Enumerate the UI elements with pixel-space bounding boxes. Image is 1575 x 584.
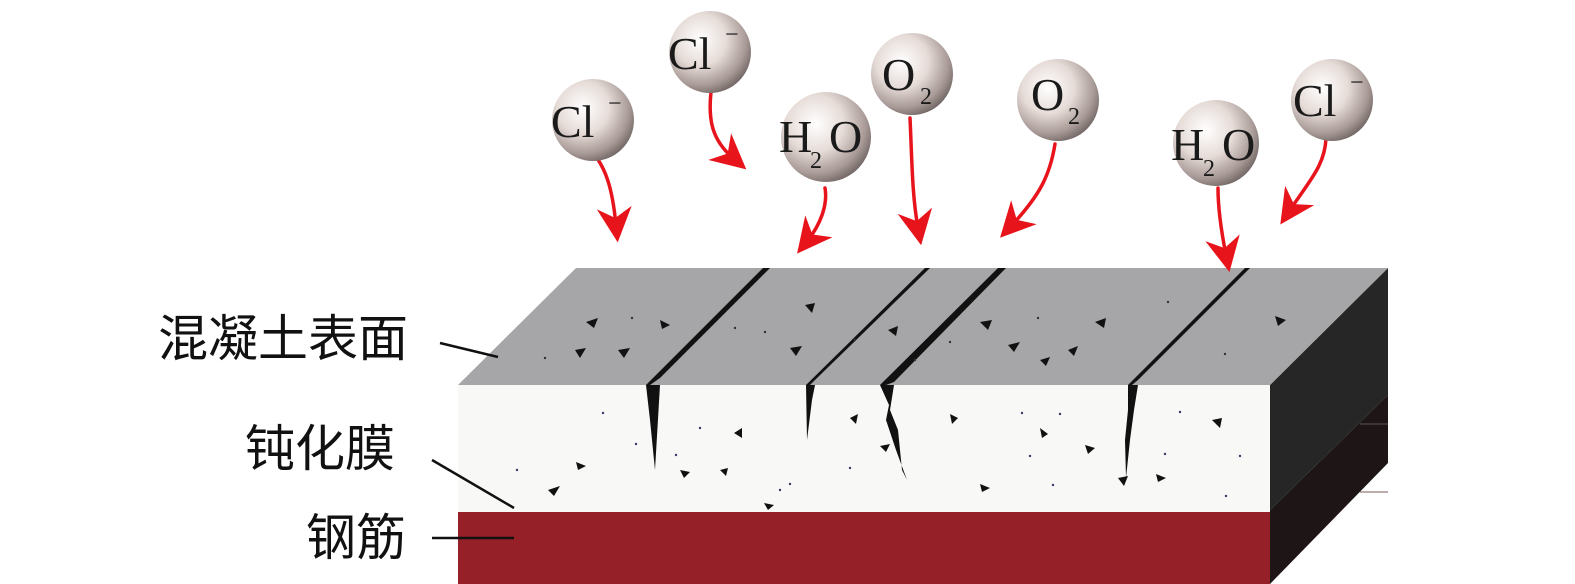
surface-cracks (646, 268, 1250, 385)
arrow-cl-2 (708, 90, 747, 170)
block-side-lower (1270, 395, 1388, 584)
top-aggregates (575, 303, 1286, 366)
particle-o2-2: O 2 (1017, 59, 1099, 141)
svg-text:−: − (608, 91, 622, 117)
svg-text:钢筋: 钢筋 (306, 509, 406, 567)
svg-text:O: O (1031, 69, 1064, 120)
arrow-h2o-2 (1205, 186, 1240, 273)
film-specks (515, 410, 1242, 498)
film-aggregates (548, 414, 1222, 510)
arrow-o2-1 (897, 116, 933, 246)
arrow-cl-3 (1280, 136, 1328, 225)
svg-text:−: − (725, 22, 739, 48)
rebar-layer (458, 512, 1270, 584)
label-rebar: 钢筋 (306, 509, 514, 567)
svg-text:Cl: Cl (1293, 75, 1336, 126)
svg-text:H: H (1171, 119, 1204, 170)
svg-text:O: O (829, 111, 862, 162)
svg-text:2: 2 (810, 148, 822, 174)
film-cracks (646, 385, 1138, 480)
particle-cl-2: Cl − (668, 11, 751, 93)
svg-text:O: O (1222, 119, 1255, 170)
diffusion-arrows (595, 90, 1328, 273)
svg-text:2: 2 (920, 84, 932, 110)
svg-text:−: − (1350, 70, 1364, 96)
svg-text:2: 2 (1203, 156, 1215, 182)
svg-text:钝化膜: 钝化膜 (245, 420, 395, 478)
block-side-upper (1270, 268, 1388, 510)
particle-cl-3: Cl − (1291, 59, 1373, 141)
svg-text:H: H (779, 111, 812, 162)
svg-text:Cl: Cl (668, 28, 711, 79)
label-concrete-surface: 混凝土表面 (158, 310, 499, 368)
arrow-h2o-1 (797, 186, 833, 254)
svg-text:O: O (882, 49, 915, 100)
svg-text:混凝土表面: 混凝土表面 (158, 310, 408, 368)
arrow-o2-2 (1000, 142, 1057, 238)
particle-h2o-2: H 2 O (1171, 100, 1259, 186)
svg-text:2: 2 (1068, 104, 1080, 130)
particle-h2o-1: H 2 O (779, 92, 871, 182)
concrete-surface-top (458, 268, 1388, 385)
concrete-block (458, 268, 1388, 584)
particle-o2-1: O 2 (871, 33, 953, 115)
arrow-cl-1 (595, 156, 632, 243)
top-specks (543, 300, 1227, 362)
passive-film-layer (458, 385, 1270, 512)
svg-text:Cl: Cl (551, 96, 594, 147)
particle-cl-1: Cl − (551, 79, 634, 161)
label-passive-film: 钝化膜 (245, 420, 515, 510)
